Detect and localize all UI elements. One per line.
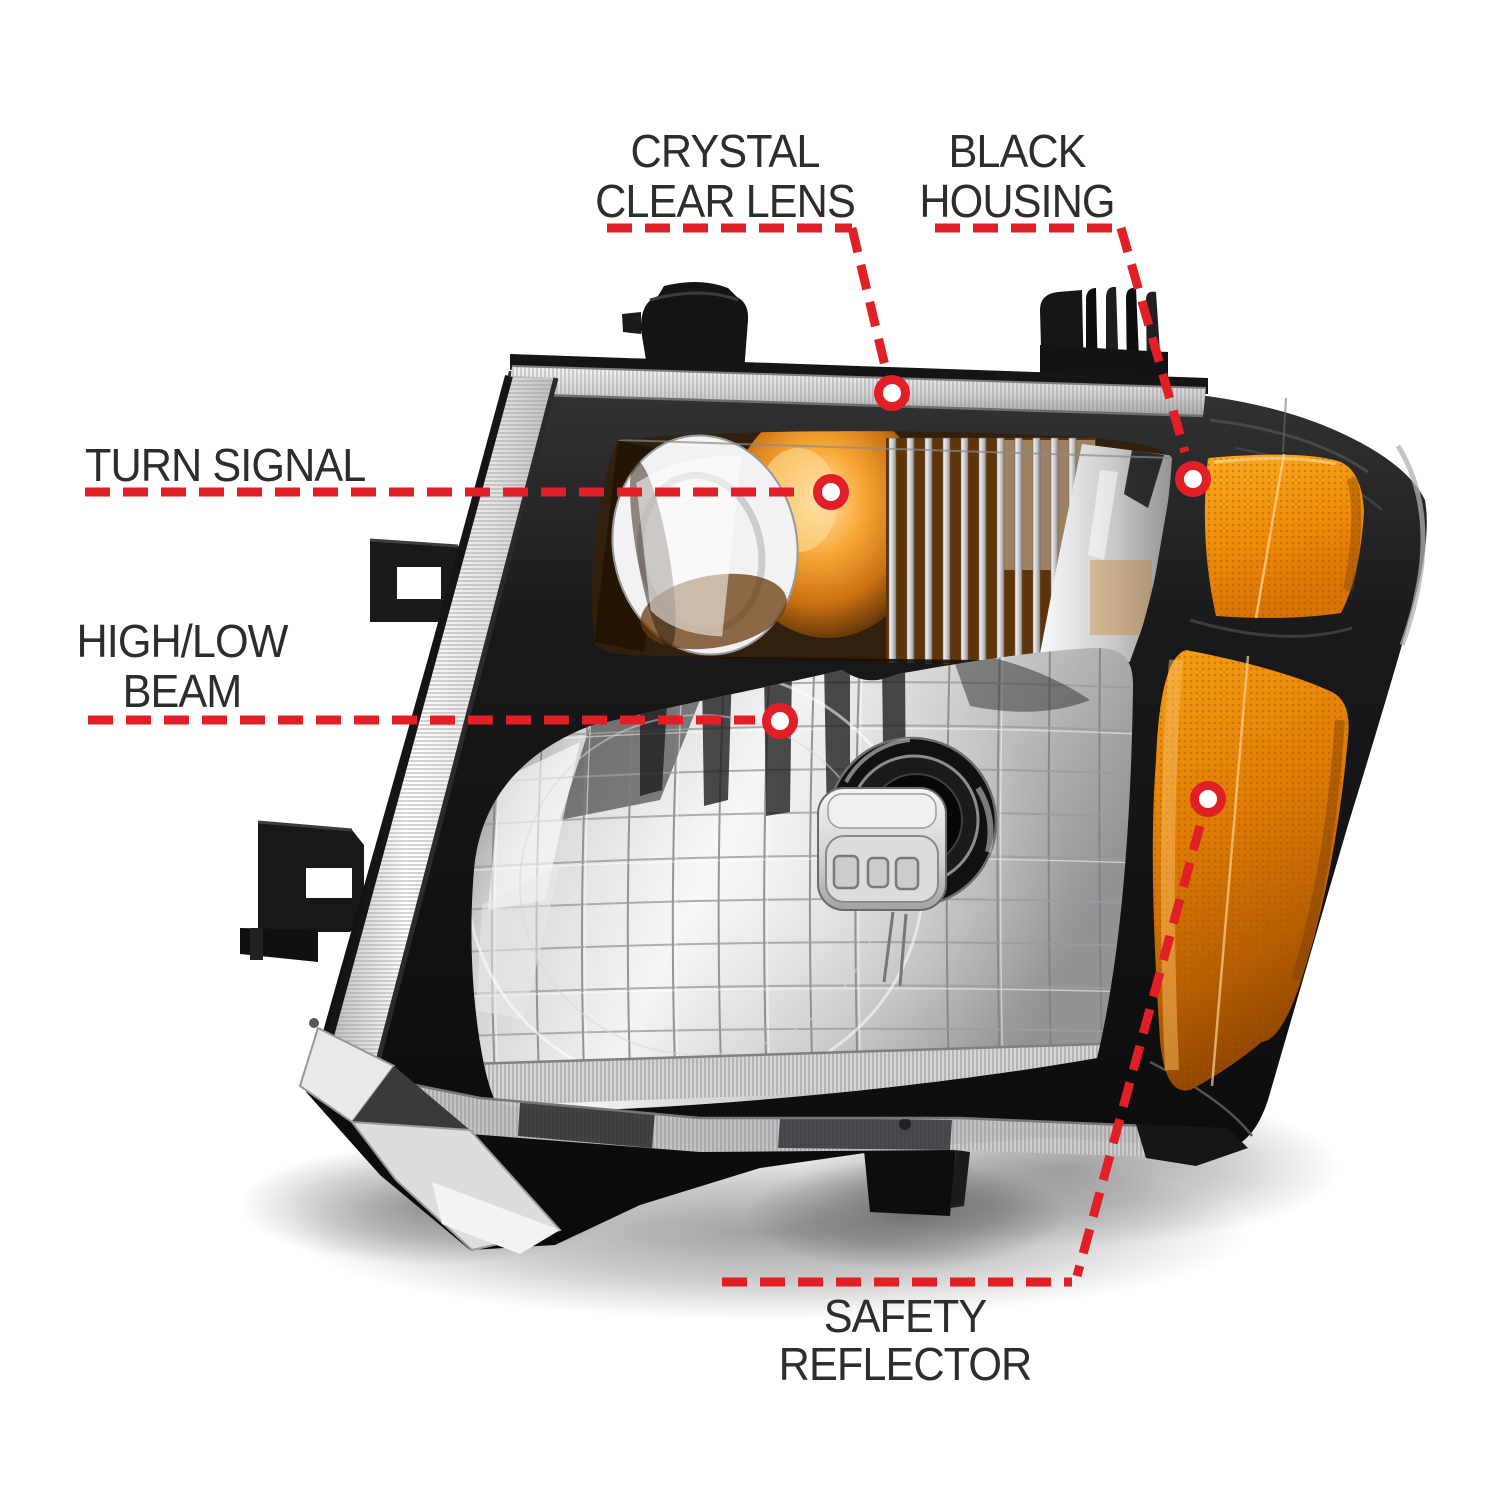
mounting-tab-left (622, 281, 749, 372)
callout-line-black-housing (935, 223, 1190, 454)
callout-dot-safety-reflector (1190, 781, 1226, 817)
callout-dots (762, 375, 1226, 817)
bottom-right-hook (1136, 1124, 1248, 1166)
callout-line-crystal-clear-lens (607, 223, 890, 368)
bottom-lens-strip (324, 1066, 1193, 1158)
label-black-housing: BLACK HOUSING (919, 125, 1115, 227)
label-high-low-beam: HIGH/LOW BEAM (76, 615, 288, 717)
bottom-left-tip (298, 1026, 562, 1254)
high-low-beam-window (471, 648, 1134, 1111)
corner-reflector-lower (1152, 650, 1349, 1091)
callout-dot-high-low-beam (762, 703, 798, 739)
callout-lines (85, 223, 1205, 1287)
label-turn-signal: TURN SIGNAL (85, 439, 366, 491)
bulb-shield-cap (817, 787, 947, 987)
callout-dot-crystal-clear-lens (874, 375, 910, 411)
callout-dot-turn-signal (813, 474, 849, 510)
top-chrome-strip (508, 354, 1208, 418)
mounting-bracket-upper-left (369, 538, 472, 622)
mounting-bracket-lower-left (240, 820, 364, 962)
callout-dot-black-housing (1175, 461, 1211, 497)
label-crystal-clear-lens: CRYSTAL CLEAR LENS (595, 125, 856, 227)
corner-reflector-upper (1204, 453, 1364, 619)
callout-line-safety-reflector (722, 824, 1205, 1287)
mounting-tab-bottom (863, 1140, 970, 1216)
label-safety-reflector: SAFETY REFLECTOR (778, 1290, 1033, 1390)
